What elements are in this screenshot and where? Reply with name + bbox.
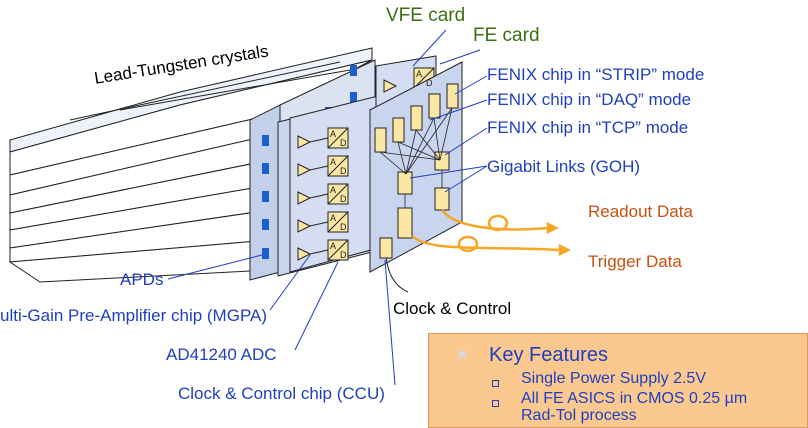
bullet-square-icon [492, 380, 499, 387]
svg-text:D: D [340, 138, 347, 148]
svg-text:A: A [330, 241, 336, 251]
ccu-label: Clock & Control chip (CCU) [178, 384, 385, 403]
svg-text:A: A [330, 129, 336, 139]
svg-text:D: D [340, 166, 347, 176]
apds-label: APDs [120, 270, 164, 289]
feature-item: All FE ASICS in CMOS 0.25 µm [521, 390, 748, 407]
svg-text:D: D [426, 78, 433, 88]
vfe-card-front [277, 95, 379, 277]
bullet-square-icon [459, 351, 466, 358]
svg-text:A: A [330, 185, 336, 195]
key-features-box: Key Features Single Power Supply 2.5V Al… [428, 333, 808, 428]
fenix-strip-label: FENIX chip in “STRIP” mode [487, 65, 705, 84]
crystal-bundle [8, 47, 373, 283]
fe-card-label: FE card [473, 25, 540, 46]
trigger-data-label: Trigger Data [588, 252, 682, 271]
readout-data-label: Readout Data [588, 202, 693, 221]
clock-control-label: Clock & Control [393, 299, 512, 318]
svg-text:D: D [340, 222, 347, 232]
svg-text:A: A [330, 213, 336, 223]
svg-text:A: A [416, 69, 422, 79]
fenix-daq-label: FENIX chip in “DAQ” mode [487, 90, 692, 109]
fiber-links [411, 209, 571, 257]
feature-item: Rad-Tol process [521, 407, 637, 424]
key-features-title: Key Features [489, 344, 608, 366]
svg-text:A: A [330, 157, 336, 167]
fenix-tcp-label: FENIX chip in “TCP” mode [487, 118, 689, 137]
bullet-square-icon [492, 400, 499, 407]
gigabit-links-label: Gigabit Links (GOH) [487, 157, 641, 176]
svg-text:D: D [340, 250, 347, 260]
svg-text:D: D [340, 194, 347, 204]
fe-card [369, 61, 463, 273]
adc-symbols: AD AD AD AD AD AD [330, 69, 433, 260]
feature-item: Single Power Supply 2.5V [521, 370, 706, 387]
adc-label: AD41240 ADC [166, 345, 277, 364]
leader-lines [167, 29, 488, 386]
mgpa-label: ulti-Gain Pre-Amplifier chip (MGPA) [0, 306, 268, 325]
vfe-card-label: VFE card [386, 5, 466, 26]
